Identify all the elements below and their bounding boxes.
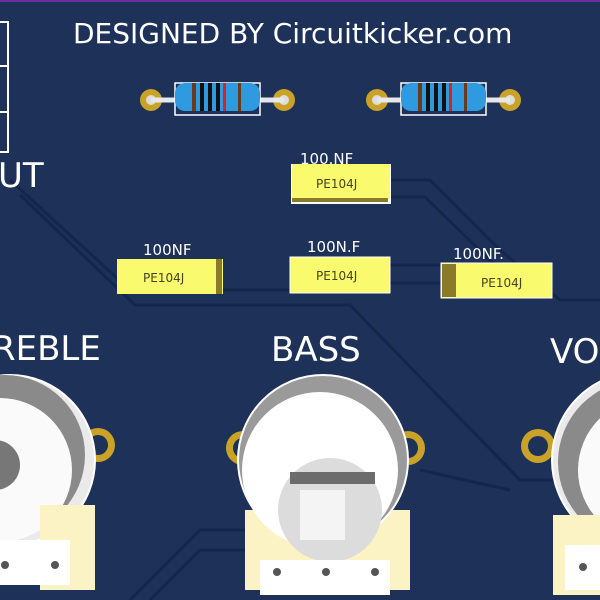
resistor-2 xyxy=(366,82,521,116)
capacitor-marking: PE104J xyxy=(316,269,357,283)
output-connector xyxy=(0,21,9,153)
capacitor-4: 100NF. PE104J xyxy=(440,245,553,299)
label-volume: VO xyxy=(550,332,599,372)
volume-potentiometer xyxy=(521,380,600,595)
label-out: UT xyxy=(0,156,44,196)
capacitor-2: 100NF PE104J xyxy=(117,241,223,294)
capacitor-value: 100.NF xyxy=(300,150,353,168)
top-edge xyxy=(0,0,600,2)
capacitor-value: 100NF. xyxy=(453,245,504,263)
bass-potentiometer xyxy=(226,374,425,595)
label-bass: BASS xyxy=(271,330,361,370)
capacitor-value: 100N.F xyxy=(307,238,360,256)
capacitor-value: 100NF xyxy=(143,241,191,259)
designer-credit: DESIGNED BY Circuitkicker.com xyxy=(73,17,512,50)
treble-potentiometer xyxy=(0,374,115,590)
capacitor-marking: PE104J xyxy=(143,271,184,285)
capacitor-1: 100.NF PE104J xyxy=(291,150,391,204)
resistor-1 xyxy=(140,82,295,116)
capacitor-3: 100N.F PE104J xyxy=(289,238,391,294)
capacitor-marking: PE104J xyxy=(481,276,522,290)
capacitor-marking: PE104J xyxy=(316,177,357,191)
label-treble: REBLE xyxy=(0,329,101,369)
